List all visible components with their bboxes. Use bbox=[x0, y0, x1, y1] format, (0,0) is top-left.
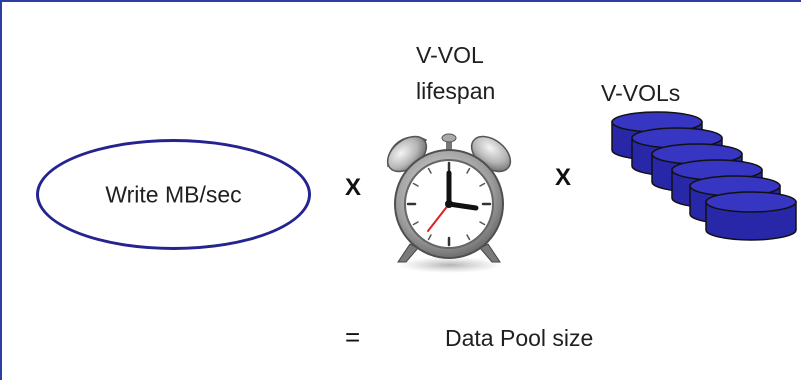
data-pool-size-label: Data Pool size bbox=[445, 325, 594, 351]
equals-sign: = bbox=[345, 322, 361, 352]
volume-stack-icon bbox=[611, 111, 797, 241]
write-rate-label: Write MB/sec bbox=[105, 181, 242, 207]
multiply-sign-2: X bbox=[555, 164, 572, 191]
volumes-label: V-VOLs bbox=[601, 80, 681, 106]
volume-disk bbox=[705, 191, 797, 241]
multiply-sign-1: X bbox=[345, 174, 362, 201]
write-rate-oval: Write MB/sec bbox=[36, 139, 311, 250]
alarm-clock-icon bbox=[386, 133, 512, 273]
lifespan-label-line2: lifespan bbox=[416, 78, 496, 104]
lifespan-label-line1: V-VOL bbox=[416, 42, 484, 68]
